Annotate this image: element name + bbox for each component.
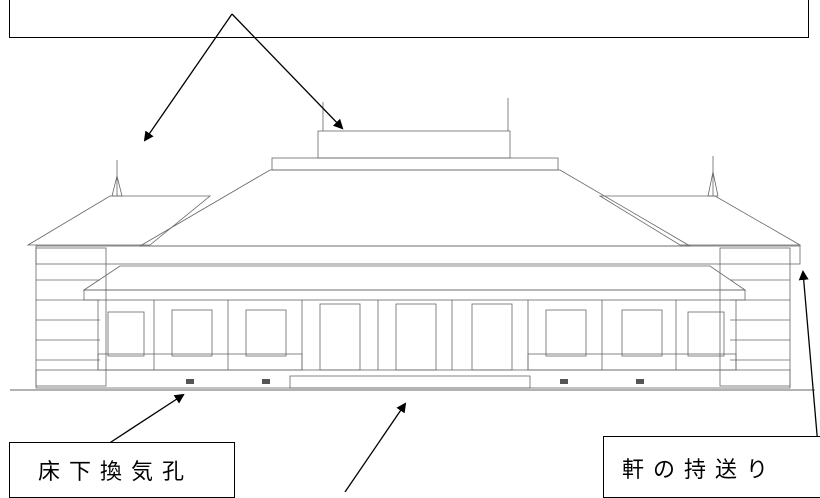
window (171, 309, 213, 357)
right-spire (707, 171, 719, 197)
window (687, 311, 725, 357)
underfloor-vent-label: 床下換気孔 (38, 460, 194, 485)
underfloor-vent-callout (9, 442, 235, 498)
right-wing-roof (598, 195, 802, 246)
arrow-vent (107, 393, 185, 445)
window (621, 309, 663, 357)
building-outline (26, 98, 802, 389)
door (471, 303, 513, 371)
arrow-ground (344, 402, 407, 492)
veranda-roof (82, 265, 747, 291)
roof-lantern (271, 157, 559, 171)
left-spire (111, 175, 123, 197)
window (545, 309, 587, 357)
foundation (35, 369, 791, 389)
veranda-columns (97, 300, 737, 370)
right-wing-wall (719, 247, 791, 387)
underfloor-vents (186, 379, 644, 384)
window (245, 309, 287, 357)
entrance-steps (289, 375, 531, 389)
door (395, 303, 437, 371)
eaves-overhang-label: 軒の持送り (622, 458, 778, 483)
top-callout-box (9, 0, 809, 38)
left-wing-roof (26, 195, 212, 246)
arrow-top-center (231, 13, 344, 130)
main-eaves-band (35, 245, 801, 265)
left-wing-siding (36, 279, 100, 361)
window (107, 311, 145, 357)
door (319, 303, 361, 371)
left-wing-wall (35, 247, 107, 387)
roof-cresting (317, 130, 511, 159)
main-roof (138, 169, 692, 247)
arrow-eaves (798, 270, 819, 447)
veranda-cornice (83, 289, 746, 301)
arrow-top-left (143, 13, 233, 142)
eaves-overhang-callout (603, 436, 820, 498)
right-wing-siding (730, 279, 790, 361)
